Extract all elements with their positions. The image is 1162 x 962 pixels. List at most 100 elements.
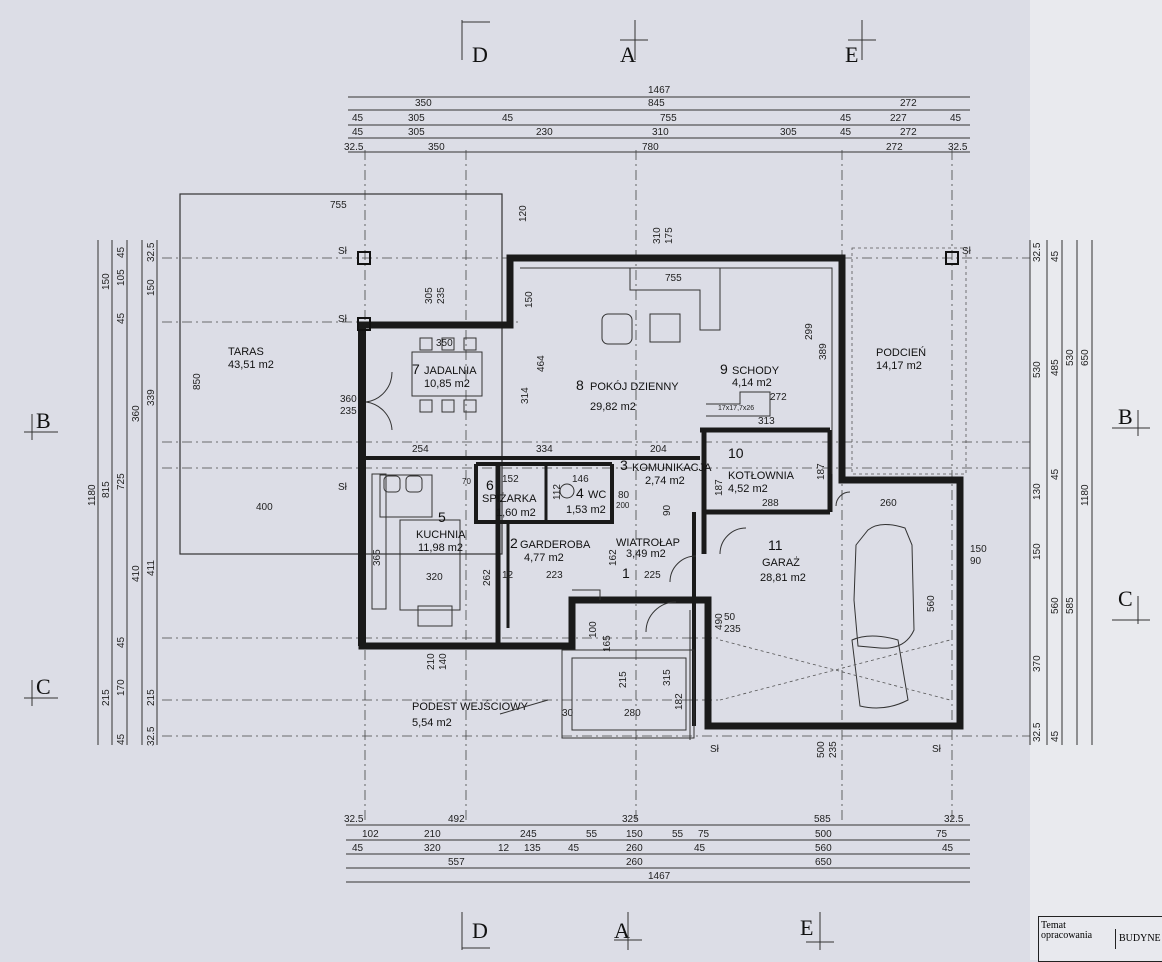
svg-text:140: 140	[438, 653, 449, 670]
dim-top-total: 1467	[648, 85, 671, 96]
podest-label: PODEST WEJŚCIOWY	[412, 700, 529, 713]
room-7-num: 7	[412, 361, 420, 377]
svg-text:55: 55	[586, 829, 598, 840]
podcien-label: PODCIEŃ	[876, 346, 926, 359]
svg-text:45: 45	[942, 843, 954, 854]
svg-text:150: 150	[970, 544, 987, 555]
dimensions-right: 32.5 530 130 150 370 32.5 45 485 45 560 …	[1029, 240, 1093, 745]
svg-text:490: 490	[714, 613, 725, 630]
column-mark-3: Sł	[338, 482, 348, 493]
section-b-left: B	[36, 408, 51, 433]
svg-text:314: 314	[520, 387, 531, 404]
svg-text:182: 182	[674, 693, 685, 710]
furniture	[371, 267, 915, 709]
room-9-area: 4,14 m2	[732, 377, 772, 389]
building-walls	[358, 254, 964, 730]
svg-text:557: 557	[448, 857, 465, 868]
svg-text:585: 585	[1065, 597, 1076, 614]
svg-text:32.5: 32.5	[944, 814, 964, 825]
svg-text:112: 112	[552, 484, 563, 500]
door-swings	[365, 371, 851, 633]
svg-text:650: 650	[1080, 349, 1091, 366]
grid-lines	[162, 150, 1030, 820]
svg-text:187: 187	[816, 463, 827, 480]
room-10-num: 10	[728, 445, 744, 461]
room-10-name: KOTŁOWNIA	[728, 470, 795, 482]
svg-text:32.5: 32.5	[146, 242, 157, 262]
column-mark-5: Sł	[710, 744, 720, 755]
svg-text:150: 150	[146, 279, 157, 296]
svg-text:90: 90	[970, 556, 982, 567]
svg-text:850: 850	[192, 373, 203, 390]
svg-text:130: 130	[1032, 483, 1043, 500]
svg-text:313: 313	[758, 416, 775, 427]
room-2-area: 4,77 m2	[524, 552, 564, 564]
svg-text:360: 360	[340, 394, 357, 405]
section-a-bottom: A	[614, 918, 630, 943]
svg-text:755: 755	[665, 273, 682, 284]
svg-text:400: 400	[256, 502, 273, 513]
svg-text:360: 360	[131, 405, 142, 422]
svg-text:325: 325	[622, 814, 639, 825]
section-e-bottom: E	[800, 915, 813, 940]
svg-text:215: 215	[618, 671, 629, 688]
svg-text:45: 45	[116, 733, 127, 745]
title-block: Temat opracowania BUDYNE	[1038, 916, 1162, 962]
svg-text:320: 320	[424, 843, 441, 854]
room-1-name: WIATROŁAP	[616, 537, 680, 549]
svg-text:170: 170	[116, 679, 127, 696]
svg-text:315: 315	[662, 669, 673, 686]
svg-text:235: 235	[340, 406, 357, 417]
svg-text:32.5: 32.5	[1032, 722, 1043, 742]
svg-text:45: 45	[568, 843, 580, 854]
svg-text:45: 45	[502, 113, 514, 124]
svg-text:30: 30	[562, 708, 574, 719]
svg-text:310: 310	[652, 227, 663, 244]
svg-text:45: 45	[1050, 730, 1061, 742]
svg-text:410: 410	[131, 565, 142, 582]
room-8-num: 8	[576, 377, 584, 393]
svg-text:150: 150	[524, 291, 535, 308]
svg-text:560: 560	[1050, 597, 1061, 614]
svg-text:45: 45	[116, 636, 127, 648]
svg-text:105: 105	[116, 269, 127, 286]
section-e-top: E	[845, 42, 858, 67]
svg-text:350: 350	[436, 338, 453, 349]
svg-text:272: 272	[900, 98, 917, 109]
svg-text:45: 45	[1050, 250, 1061, 262]
svg-text:560: 560	[815, 843, 832, 854]
svg-text:725: 725	[116, 473, 127, 490]
svg-text:70: 70	[462, 477, 471, 486]
svg-text:45: 45	[840, 127, 852, 138]
room-4-name: WC	[588, 489, 606, 501]
room-6-area: 1,60 m2	[496, 507, 536, 519]
inner-dimensions: 350 305 235 360 235 755 310 175 150 464 …	[340, 227, 987, 758]
svg-text:45: 45	[950, 113, 962, 124]
svg-text:389: 389	[818, 343, 829, 360]
svg-text:305: 305	[408, 127, 425, 138]
svg-text:102: 102	[362, 829, 379, 840]
column-mark-2: Sł	[338, 314, 348, 325]
svg-text:1180: 1180	[1080, 484, 1091, 506]
svg-text:845: 845	[648, 98, 665, 109]
svg-text:350: 350	[428, 142, 445, 153]
svg-text:530: 530	[1032, 361, 1043, 378]
svg-text:288: 288	[762, 498, 779, 509]
svg-text:365: 365	[372, 549, 383, 566]
room-4-num: 4	[576, 485, 584, 501]
room-6-num: 6	[486, 477, 494, 493]
room-11-area: 28,81 m2	[760, 572, 806, 584]
section-c-left: C	[36, 674, 51, 699]
svg-text:370: 370	[1032, 655, 1043, 672]
svg-text:90: 90	[662, 504, 673, 516]
svg-text:755: 755	[330, 200, 347, 211]
svg-text:75: 75	[698, 829, 710, 840]
svg-text:485: 485	[1050, 359, 1061, 376]
svg-text:320: 320	[426, 572, 443, 583]
column-mark-6: Sł	[932, 744, 942, 755]
svg-text:530: 530	[1065, 349, 1076, 366]
room-9-num: 9	[720, 361, 728, 377]
svg-text:262: 262	[482, 569, 493, 586]
svg-text:305: 305	[780, 127, 797, 138]
room-5-num: 5	[438, 509, 446, 525]
